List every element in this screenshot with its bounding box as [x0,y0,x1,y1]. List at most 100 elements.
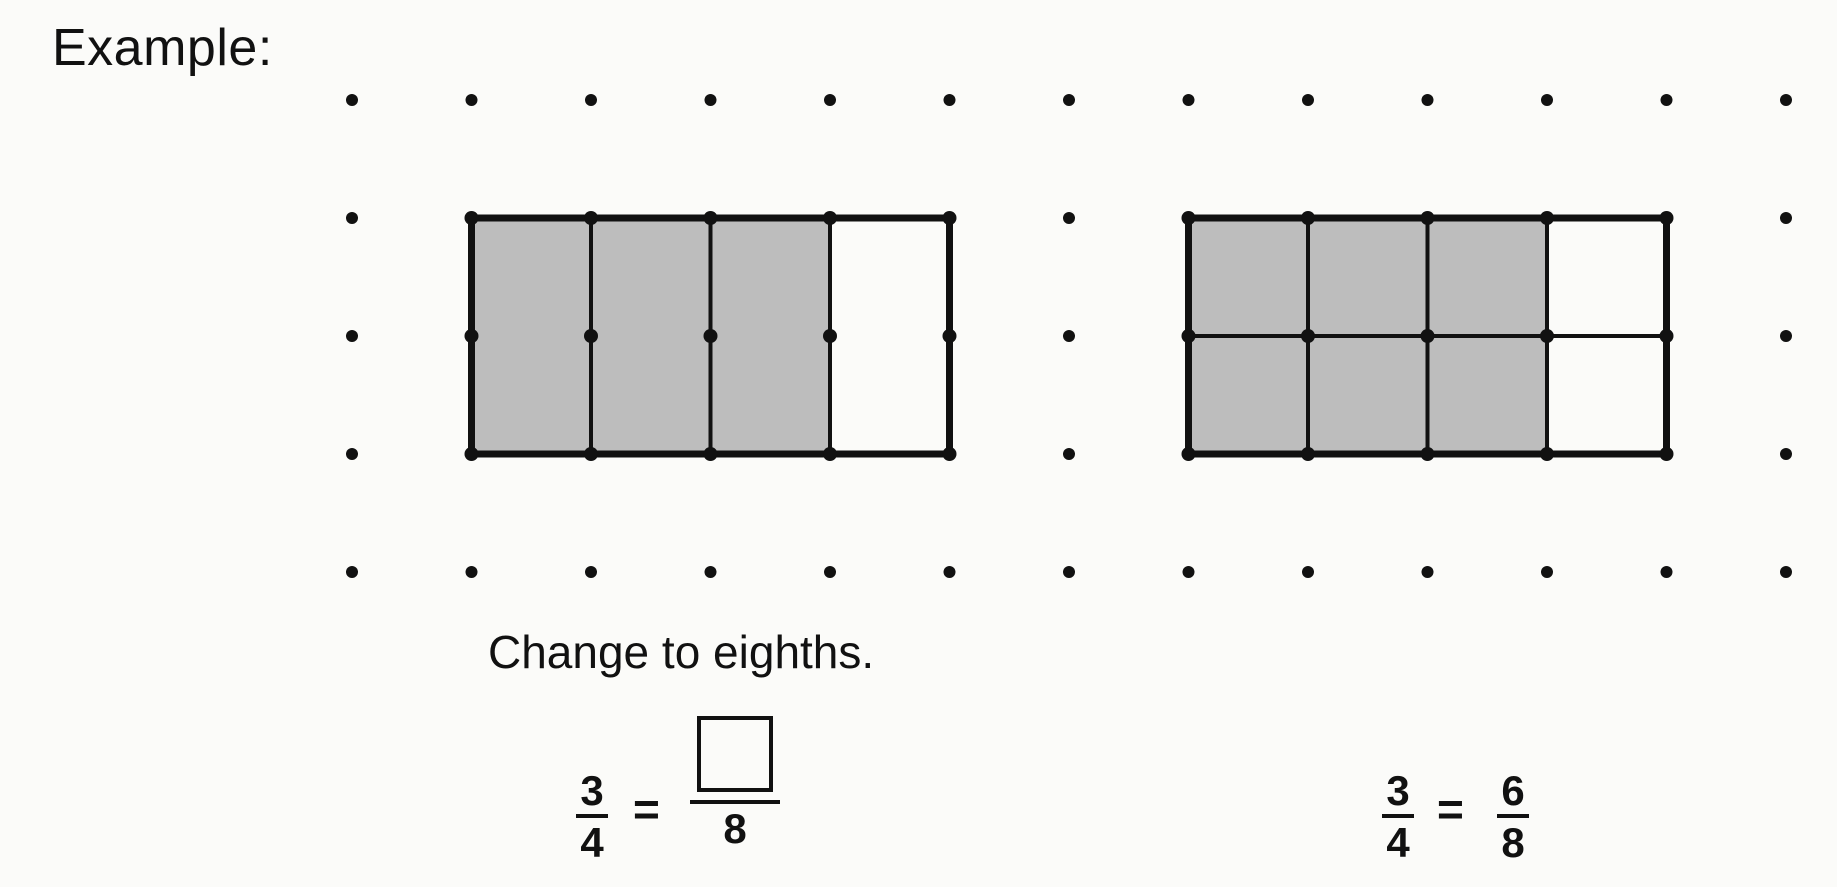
grid-dot [1182,566,1195,578]
grid-dot [1421,94,1434,106]
grid-dot [585,94,597,106]
shaded-part [1306,216,1430,338]
shaded-part [1186,334,1310,456]
vertex-dot [942,329,957,343]
fraction-bar [1382,814,1414,818]
unshaded-part [1545,216,1669,338]
eighths-model [1181,211,1674,461]
vertex-dot [464,211,479,225]
shaded-part [589,216,713,456]
vertex-dot [1181,211,1196,225]
unshaded-part [828,216,952,456]
equals-sign: = [1437,783,1464,835]
unshaded-part [1545,334,1669,456]
vertex-dot [1540,447,1554,461]
vertex-dot [1659,211,1674,225]
grid-dot [1780,94,1792,106]
grid-dot [346,448,358,460]
fraction-bar [1497,814,1529,818]
fraction-bar [576,814,608,818]
shaded-part [469,216,593,456]
answer-box[interactable] [697,716,773,792]
grid-dot [704,94,717,106]
solved-given-denominator: 4 [1386,819,1410,866]
grid-dot [465,566,478,578]
given-numerator: 3 [580,767,604,814]
solved-answer-denominator: 8 [1501,819,1525,866]
vertex-dot [1420,211,1435,225]
vertex-dot [1659,447,1674,461]
vertex-dot [1181,447,1196,461]
fourths-model [464,211,957,461]
grid-dot [346,212,358,224]
fraction-bar [690,800,780,804]
grid-dot [943,566,956,578]
vertex-dot [823,329,837,343]
answer-denominator: 8 [723,805,747,852]
given-fraction: 3 4 [576,770,608,864]
vertex-dot [1301,447,1315,461]
grid-dot [1780,566,1792,578]
vertex-dot [1301,211,1315,225]
grid-dot [1063,330,1075,342]
vertex-dot [584,329,598,343]
given-denominator: 4 [580,819,604,866]
grid-dot [465,94,478,106]
vertex-dot [942,211,957,225]
shaded-part [1425,334,1549,456]
vertex-dot [1420,447,1435,461]
grid-dot [1063,212,1075,224]
grid-dot [1063,94,1075,106]
grid-dot [346,330,358,342]
grid-dot [1780,330,1792,342]
vertex-dot [1181,329,1196,343]
grid-dot [1063,448,1075,460]
vertex-dot [1540,329,1554,343]
grid-dot [824,94,836,106]
vertex-dot [584,447,598,461]
vertex-dot [1420,329,1435,343]
solved-given-numerator: 3 [1386,767,1410,814]
vertex-dot [1301,329,1315,343]
solved-answer-fraction: 6 8 [1497,770,1529,864]
equals-sign: = [633,783,660,835]
solved-answer-numerator: 6 [1501,767,1525,814]
grid-dot [346,94,358,106]
grid-dot [1541,94,1553,106]
answer-fraction: 8 [690,716,780,850]
grid-dot [1660,566,1673,578]
grid-dot [585,566,597,578]
grid-dot [1182,94,1195,106]
grid-dot [346,566,358,578]
vertex-dot [464,329,479,343]
grid-dot [1302,566,1314,578]
grid-dot [1780,212,1792,224]
vertex-dot [823,447,837,461]
vertex-dot [823,211,837,225]
vertex-dot [942,447,957,461]
shaded-part [1186,216,1310,338]
grid-dot [1063,566,1075,578]
grid-dot [1302,94,1314,106]
vertex-dot [1540,211,1554,225]
vertex-dot [703,329,718,343]
shaded-part [1425,216,1549,338]
grid-dot [1780,448,1792,460]
grid-dot [1421,566,1434,578]
vertex-dot [584,211,598,225]
grid-dot [943,94,956,106]
shaded-part [1306,334,1430,456]
vertex-dot [703,211,718,225]
vertex-dot [703,447,718,461]
vertex-dot [1659,329,1674,343]
instruction-text: Change to eighths. [488,626,875,678]
solved-given-fraction: 3 4 [1382,770,1414,864]
grid-dot [1541,566,1553,578]
shaded-part [708,216,832,456]
grid-dot [704,566,717,578]
example-heading: Example: [52,19,273,77]
grid-dot [824,566,836,578]
vertex-dot [464,447,479,461]
